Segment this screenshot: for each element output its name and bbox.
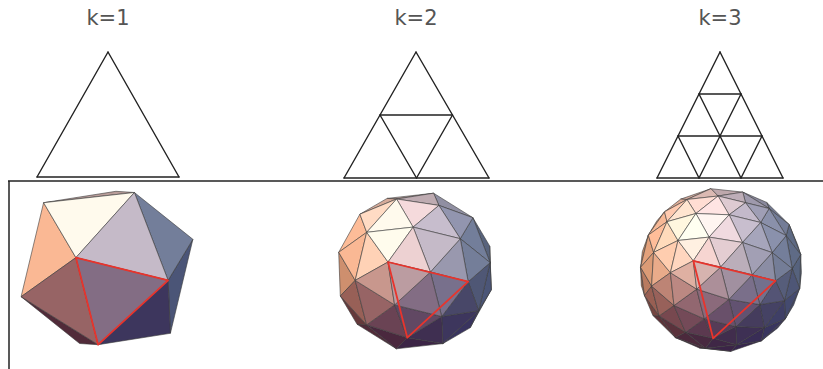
- sphere-facet: [736, 327, 764, 345]
- divider-line: [8, 180, 823, 182]
- flat-triangles: [37, 52, 783, 178]
- triangle-edge: [741, 136, 762, 178]
- triangle-edge: [417, 115, 453, 178]
- geodesic-sphere: [21, 191, 193, 344]
- triangle-edge: [344, 177, 489, 178]
- subdivision-label: k=3: [698, 6, 741, 30]
- subdivision-label: k=2: [394, 6, 437, 30]
- triangle-edge: [380, 115, 417, 178]
- triangle-edge: [678, 136, 699, 178]
- frame-line: [8, 181, 10, 369]
- geodesic-spheres: [21, 189, 801, 352]
- triangle-edge: [657, 52, 720, 178]
- sphere-facet: [367, 199, 413, 232]
- sphere-facet: [76, 258, 168, 345]
- sphere-facet: [678, 214, 709, 241]
- sphere-facet: [696, 196, 729, 215]
- triangle-edge: [37, 176, 179, 177]
- triangle-edge: [380, 114, 453, 115]
- triangle-edge: [37, 52, 108, 177]
- original-face-outline: [693, 261, 775, 339]
- original-face-outline: [76, 258, 168, 345]
- geodesic-sphere: [641, 189, 802, 352]
- sphere-facet: [670, 261, 696, 289]
- subdivision-label: k=1: [86, 6, 129, 30]
- triangle-edge: [108, 52, 179, 177]
- original-face-outline: [388, 262, 468, 338]
- geodesic-sphere: [339, 193, 492, 349]
- triangle-edge: [657, 177, 783, 178]
- triangle-edge: [720, 52, 783, 178]
- triangle-edge: [678, 135, 762, 136]
- triangle-edge: [699, 93, 741, 94]
